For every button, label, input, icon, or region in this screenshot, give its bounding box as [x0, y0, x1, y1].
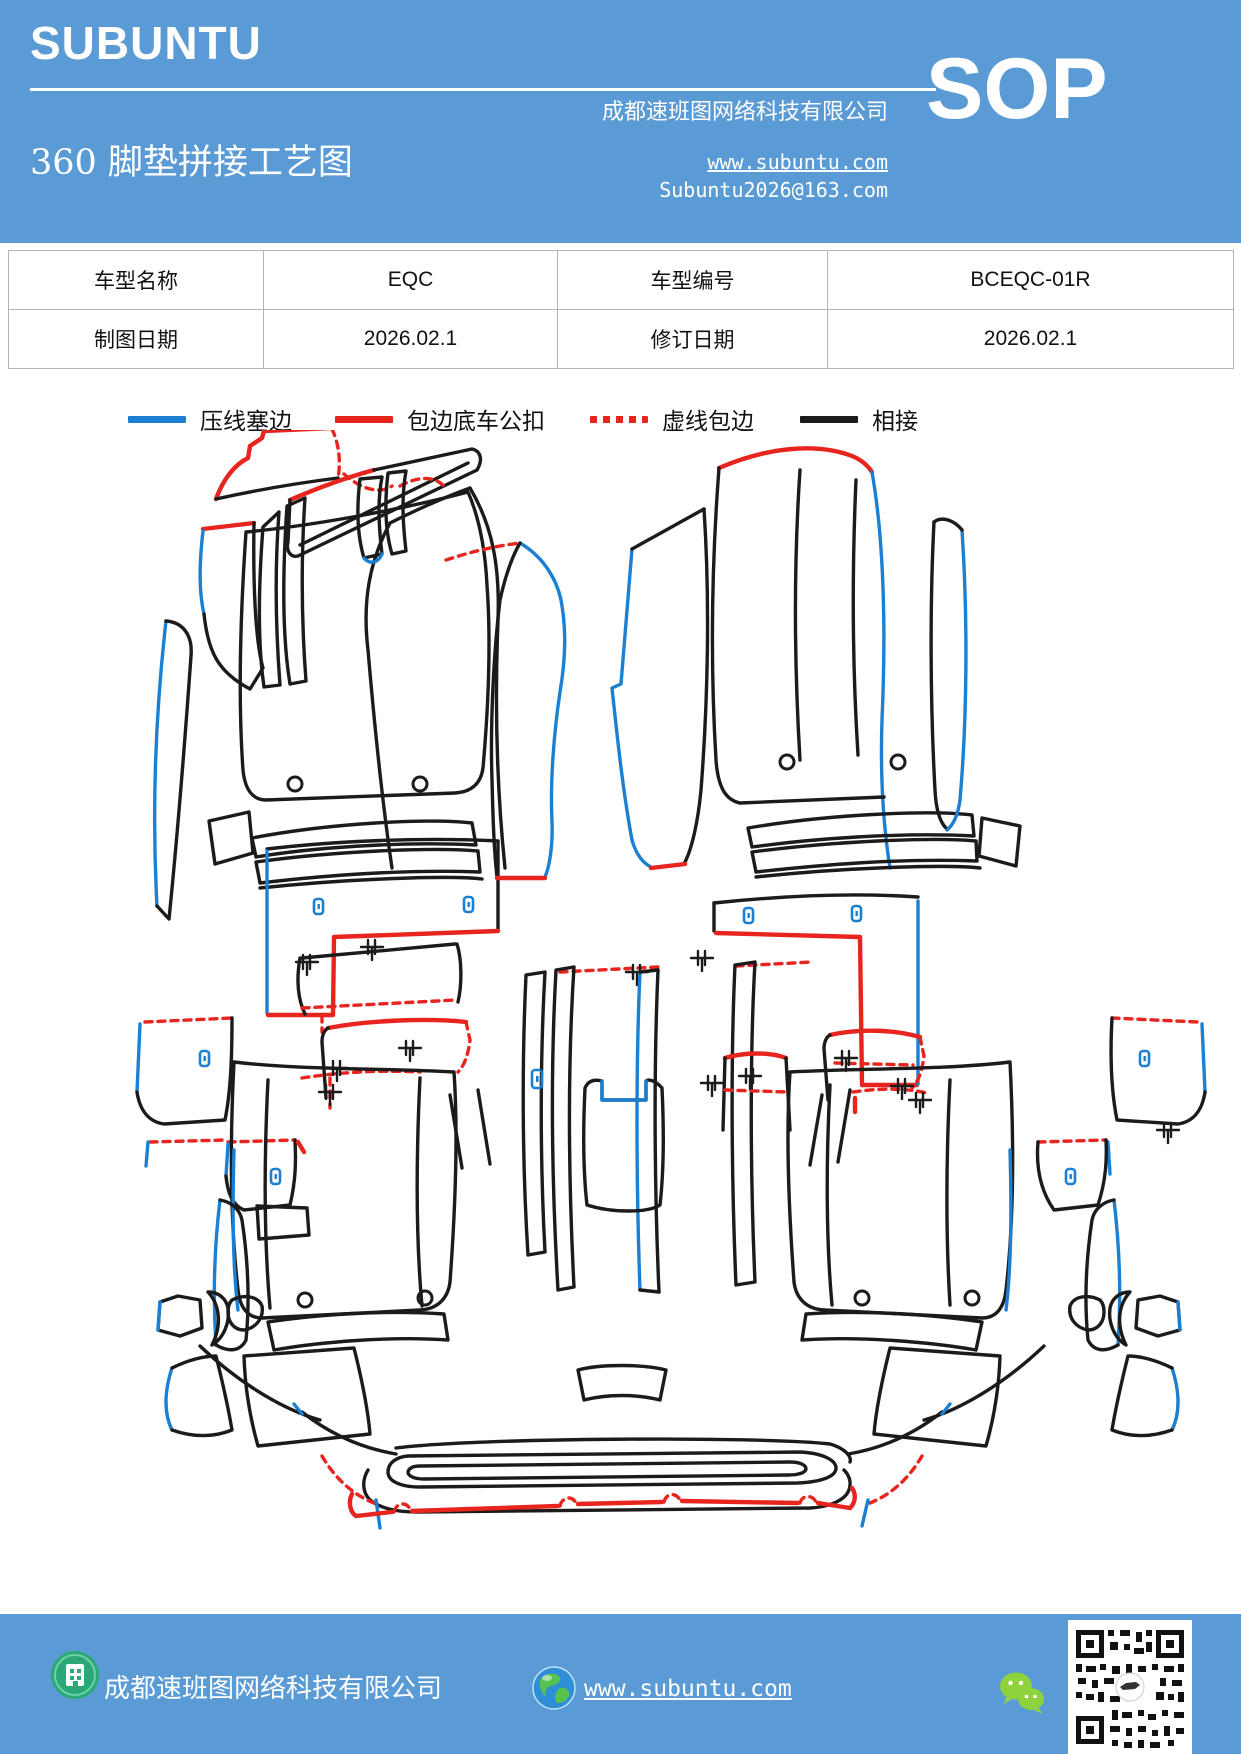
revise-date-value: 2026.02.1	[827, 309, 1234, 369]
header-company: 成都速班图网络科技有限公司	[601, 100, 888, 125]
front-right-group	[610, 446, 1022, 1088]
black-line-swatch	[800, 415, 858, 423]
blue-line-swatch	[128, 415, 186, 423]
legend-label: 相接	[872, 409, 918, 435]
table-row: 制图日期 2026.02.1 修订日期 2026.02.1	[8, 309, 1234, 369]
page-title: 360 脚垫拼接工艺图	[30, 143, 353, 183]
legend-item-dashed-bind: 虚线包边	[590, 402, 754, 436]
revise-date-label: 修订日期	[557, 309, 828, 369]
page-header: SUBUNTU 360 脚垫拼接工艺图 成都速班图网络科技有限公司 www.su…	[0, 0, 1241, 243]
page-footer: 成都速班图网络科技有限公司 www.subuntu.com	[0, 1614, 1241, 1754]
globe-icon	[532, 1666, 576, 1710]
pattern-diagram	[135, 430, 1207, 1530]
front-left-group	[152, 430, 567, 1018]
legend-label: 虚线包边	[662, 409, 754, 435]
legend-item-join: 相接	[800, 402, 918, 436]
model-code-label: 车型编号	[557, 250, 828, 310]
building-icon	[51, 1651, 99, 1699]
draw-date-label: 制图日期	[8, 309, 264, 369]
legend-label: 包边底车公扣	[407, 409, 545, 435]
header-email: Subuntu2026@163.com	[659, 178, 888, 202]
draw-date-value: 2026.02.1	[263, 309, 558, 369]
red-line-swatch	[335, 415, 393, 423]
footer-company: 成都速班图网络科技有限公司	[104, 1674, 443, 1704]
vehicle-info-table: 车型名称 EQC 车型编号 BCEQC-01R 制图日期 2026.02.1 修…	[8, 250, 1234, 369]
model-name-value: EQC	[263, 250, 558, 310]
footer-website-link[interactable]: www.subuntu.com	[584, 1676, 792, 1702]
model-code-value: BCEQC-01R	[827, 250, 1234, 310]
legend-item-bind-male: 包边底车公扣	[335, 402, 545, 436]
sill-piece	[292, 1402, 952, 1530]
rear-mats-group	[135, 938, 1207, 1448]
legend: 压线塞边 包边底车公扣 虚线包边 相接	[0, 402, 1241, 436]
header-divider	[30, 88, 936, 91]
qr-code	[1068, 1620, 1192, 1754]
sop-badge: SOP	[926, 41, 1108, 137]
brand-logo: SUBUNTU	[30, 17, 262, 69]
wechat-icon	[1000, 1672, 1044, 1714]
table-row: 车型名称 EQC 车型编号 BCEQC-01R	[8, 250, 1234, 310]
header-website-link[interactable]: www.subuntu.com	[707, 150, 888, 174]
model-name-label: 车型名称	[8, 250, 264, 310]
red-dashed-swatch	[590, 415, 648, 423]
